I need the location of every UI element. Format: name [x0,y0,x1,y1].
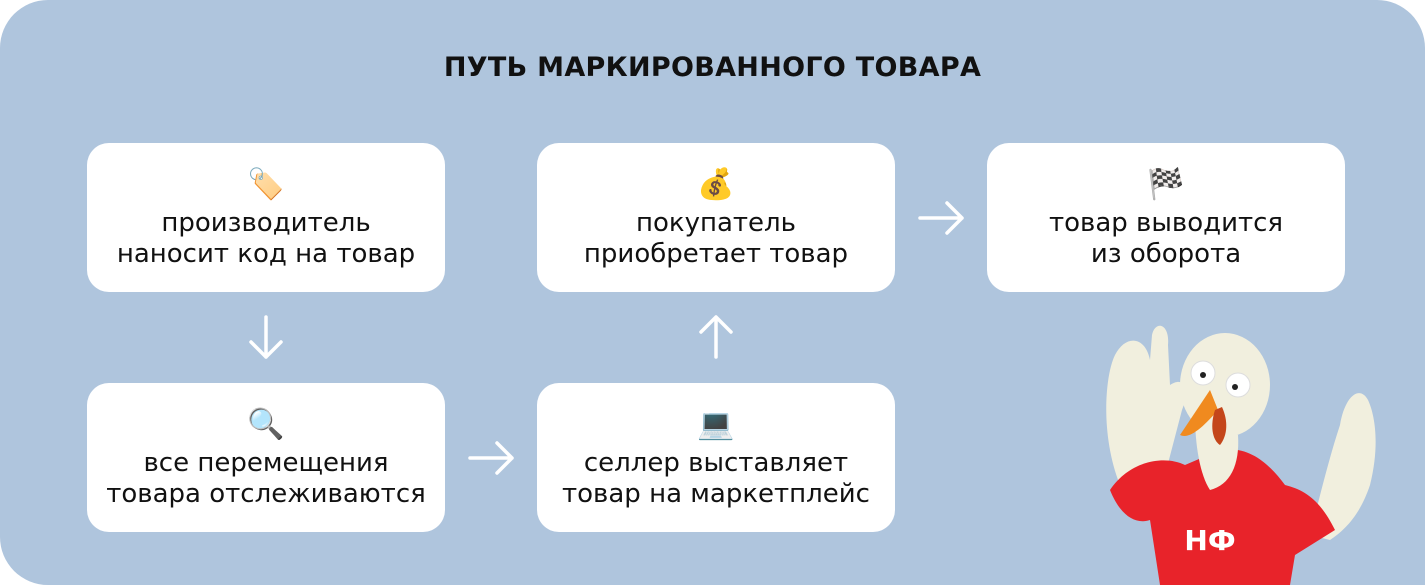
step-seller: 💻 селлер выставляет товар на маркетплейс [537,383,895,532]
arrow-down-icon [249,315,283,359]
hoodie-logo: НФ [1184,524,1235,557]
step-tracking: 🔍 все перемещения товара отслеживаются [87,383,445,532]
step-text: все перемещения товара отслеживаются [106,448,426,509]
arrow-right-icon [468,441,514,475]
money-bag-icon: 💰 [697,167,735,202]
step-manufacturer: 🏷️ производитель наносит код на товар [87,143,445,292]
arrow-right-icon [918,201,964,235]
checkered-flag-icon: 🏁 [1147,167,1185,202]
label-tag-icon: 🏷️ [247,167,285,202]
magnifier-icon: 🔍 [247,407,285,442]
laptop-icon: 💻 [697,407,735,442]
step-withdrawal: 🏁 товар выводится из оборота [987,143,1345,292]
step-text: селлер выставляет товар на маркетплейс [562,448,870,509]
step-buyer: 💰 покупатель приобретает товар [537,143,895,292]
step-text: производитель наносит код на товар [116,208,416,269]
arrow-up-icon [699,315,733,359]
step-text: покупатель приобретает товар [583,208,849,269]
goose-mascot-illustration: НФ [1106,325,1376,585]
step-text: товар выводится из оборота [1048,208,1284,269]
diagram-title: ПУТЬ МАРКИРОВАННОГО ТОВАРА [443,52,982,83]
